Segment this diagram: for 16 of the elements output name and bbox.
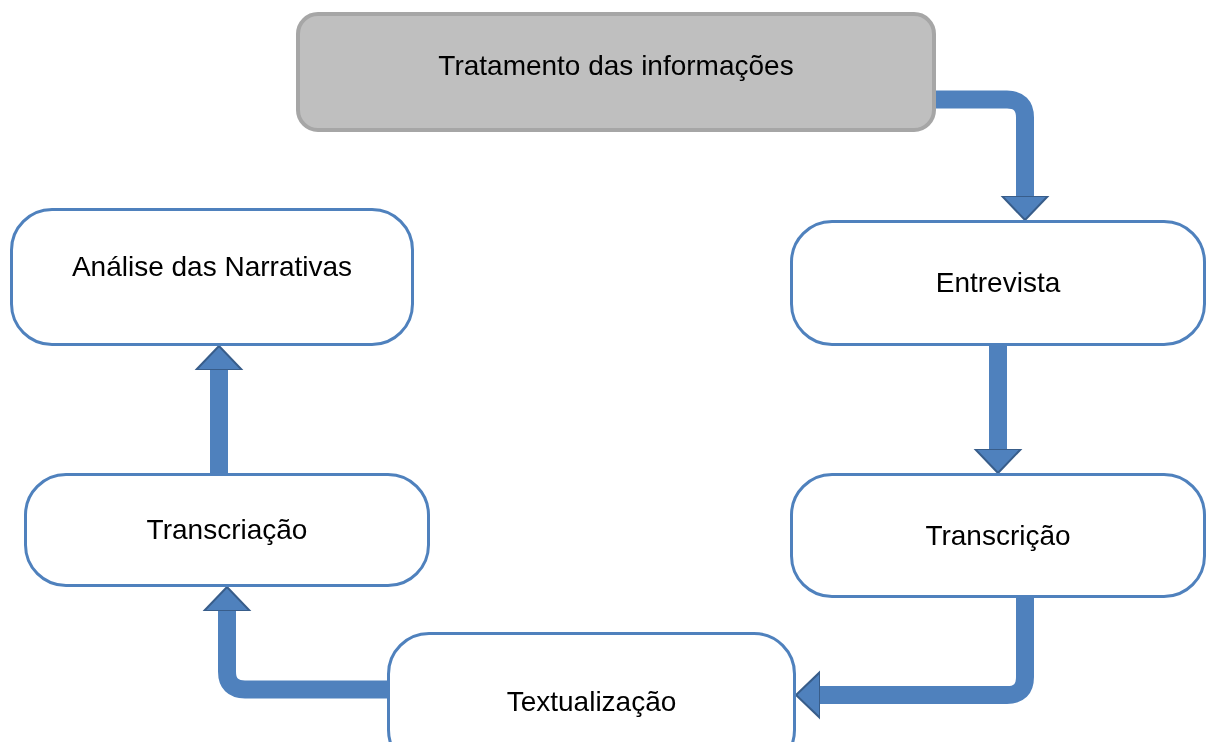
- node-label: Transcriação: [146, 513, 308, 547]
- node-label: Tratamento das informações: [438, 49, 794, 83]
- node-label: Entrevista: [935, 266, 1061, 300]
- node-label: Análise das Narrativas: [71, 250, 353, 284]
- block-arrow: [974, 346, 1022, 474]
- block-arrow: [795, 598, 1034, 719]
- node-label: Transcrição: [925, 518, 1071, 553]
- rounded-box: [24, 473, 430, 587]
- block-arrow: [936, 90, 1049, 221]
- process-box: [296, 12, 936, 132]
- rounded-box: [10, 208, 414, 346]
- rounded-box: [790, 473, 1206, 598]
- node-label: Textualização: [506, 685, 677, 719]
- rounded-box: [387, 632, 796, 742]
- rounded-box: [790, 220, 1206, 346]
- block-arrow: [203, 586, 387, 699]
